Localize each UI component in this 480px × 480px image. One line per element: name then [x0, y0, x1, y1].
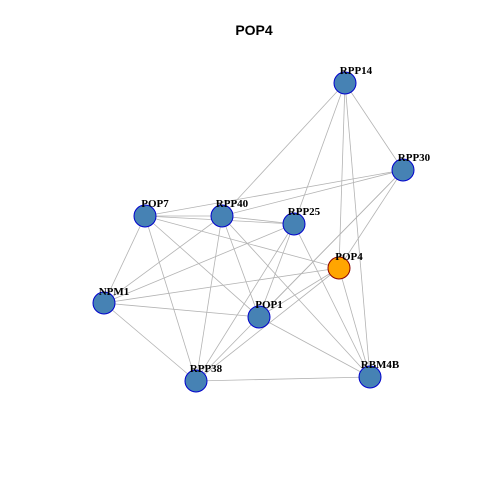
- edge-npm1-rpp38: [103, 302, 197, 382]
- edge-rpp30-pop4: [338, 169, 404, 269]
- edge-pop7-pop1: [144, 215, 260, 318]
- node-rpp30: RPP30: [391, 152, 431, 182]
- node-circle-rpp40: [210, 204, 234, 228]
- node-circle-rpp30: [391, 158, 415, 182]
- edge-rpp30-pop7: [144, 169, 404, 217]
- node-label-rpp25: RPP25: [288, 206, 321, 218]
- graph-title: POP4: [235, 22, 273, 38]
- node-circle-pop4: [327, 256, 351, 280]
- node-label-pop4: POP4: [335, 251, 363, 263]
- node-label-pop7: POP7: [141, 198, 169, 210]
- edge-pop7-rpp38: [144, 215, 197, 382]
- node-label-rpp30: RPP30: [398, 152, 431, 164]
- edge-rpp40-rpp25: [221, 215, 295, 225]
- node-rpp38: RPP38: [184, 363, 223, 393]
- node-label-rpp38: RPP38: [190, 363, 223, 375]
- edge-rpp25-npm1: [103, 223, 295, 304]
- edge-npm1-pop1: [103, 302, 260, 318]
- edge-rpp14-rpp30: [344, 82, 404, 171]
- edge-pop4-rbm4b: [338, 267, 371, 378]
- edge-rpp30-rpp40: [221, 169, 404, 217]
- node-npm1: NPM1: [92, 286, 130, 315]
- node-circle-npm1: [92, 291, 116, 315]
- edge-pop1-rbm4b: [258, 316, 371, 378]
- node-rpp14: RPP14: [333, 65, 373, 95]
- edge-pop4-pop1: [258, 267, 340, 318]
- edge-rpp38-rbm4b: [195, 376, 371, 382]
- edge-rpp25-rbm4b: [293, 223, 371, 378]
- edge-rpp14-rpp40: [221, 82, 346, 217]
- node-circle-pop1: [247, 305, 271, 329]
- node-pop4: POP4: [327, 251, 363, 280]
- edge-rpp25-rpp38: [195, 223, 295, 382]
- edge-pop7-npm1: [103, 215, 146, 304]
- edge-rpp25-pop1: [258, 223, 295, 318]
- edge-rpp40-rbm4b: [221, 215, 371, 378]
- edge-rpp40-rpp38: [195, 215, 223, 382]
- node-label-npm1: NPM1: [99, 286, 130, 298]
- node-rbm4b: RBM4B: [358, 359, 400, 389]
- node-pop7: POP7: [133, 198, 169, 228]
- node-label-rbm4b: RBM4B: [361, 359, 400, 371]
- node-circle-pop7: [133, 204, 157, 228]
- edge-rpp14-rpp25: [293, 82, 346, 225]
- edge-rpp30-rpp38: [195, 169, 404, 382]
- node-label-rpp14: RPP14: [340, 65, 373, 77]
- node-label-pop1: POP1: [255, 299, 283, 311]
- edge-layer: [103, 82, 404, 382]
- edge-rpp40-npm1: [103, 215, 223, 304]
- node-circle-rpp14: [333, 71, 357, 95]
- node-circle-rbm4b: [358, 365, 382, 389]
- node-pop1: POP1: [247, 299, 283, 329]
- edge-pop4-npm1: [103, 267, 340, 304]
- edge-rpp14-rbm4b: [344, 82, 371, 378]
- node-circle-rpp25: [282, 212, 306, 236]
- node-rpp25: RPP25: [282, 206, 321, 236]
- edge-rpp40-pop1: [221, 215, 260, 318]
- edge-rpp14-pop4: [338, 82, 346, 269]
- node-label-rpp40: RPP40: [216, 198, 249, 210]
- node-circle-rpp38: [184, 369, 208, 393]
- node-rpp40: RPP40: [210, 198, 249, 228]
- edge-pop7-pop4: [144, 215, 340, 269]
